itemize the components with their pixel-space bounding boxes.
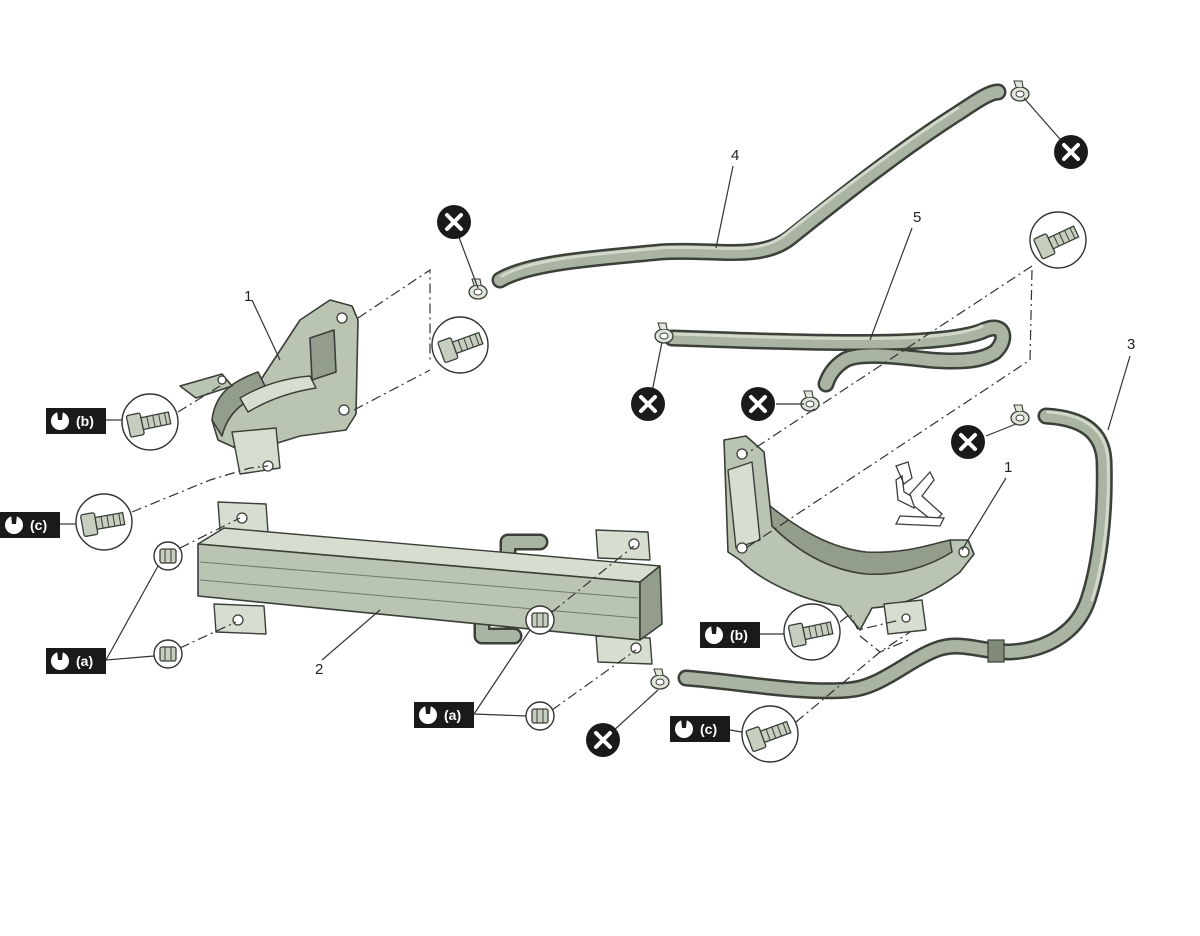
callout-2: 2: [315, 661, 323, 678]
hose-clamp-icon: [800, 390, 820, 412]
x-circle-icon: [1052, 133, 1090, 171]
bracket-1-right: [723, 435, 975, 635]
torque-badge-b-right: (b): [700, 622, 760, 648]
x-circle-icon: [435, 203, 473, 241]
hose-4: [491, 83, 1007, 289]
hose-clamp-icon: [1010, 404, 1030, 426]
svg-text:(c): (c): [700, 721, 717, 737]
svg-text:(c): (c): [30, 517, 47, 533]
callout-1-right: 1: [1004, 459, 1012, 476]
hose-5: [663, 319, 1012, 393]
torque-badge-b-left: (b): [46, 408, 106, 434]
torque-badge-c-left: (c): [0, 512, 60, 538]
hose-3: [677, 407, 1113, 700]
x-circle-icon: [584, 721, 622, 759]
nut-icon: [531, 708, 549, 724]
hose-clamp-icon: [468, 278, 488, 300]
nut-icon: [159, 646, 177, 662]
x-circle-icon: [739, 385, 777, 423]
callout-5: 5: [913, 209, 921, 226]
oil-cooler-2: [197, 501, 663, 665]
front-direction-icon: [894, 461, 946, 527]
callout-4: 4: [731, 147, 739, 164]
svg-text:(b): (b): [76, 413, 94, 429]
torque-badge-a-left: (a): [46, 648, 106, 674]
x-circle-icon: [629, 385, 667, 423]
hose-joint: [987, 639, 1005, 663]
svg-text:(a): (a): [76, 653, 93, 669]
x-circle-icon: [949, 423, 987, 461]
svg-text:(b): (b): [730, 627, 748, 643]
svg-text:(a): (a): [444, 707, 461, 723]
nut-icon: [159, 548, 177, 564]
hose-clamp-icon: [650, 668, 670, 690]
nut-icon: [531, 612, 549, 628]
callout-3: 3: [1127, 336, 1135, 353]
torque-badge-c-right: (c): [670, 716, 730, 742]
hose-clamp-icon: [1010, 80, 1030, 102]
torque-badge-a-center: (a): [414, 702, 474, 728]
hose-clamp-icon: [654, 322, 674, 344]
callout-1-left: 1: [244, 288, 252, 305]
bracket-1-left: [179, 299, 359, 475]
